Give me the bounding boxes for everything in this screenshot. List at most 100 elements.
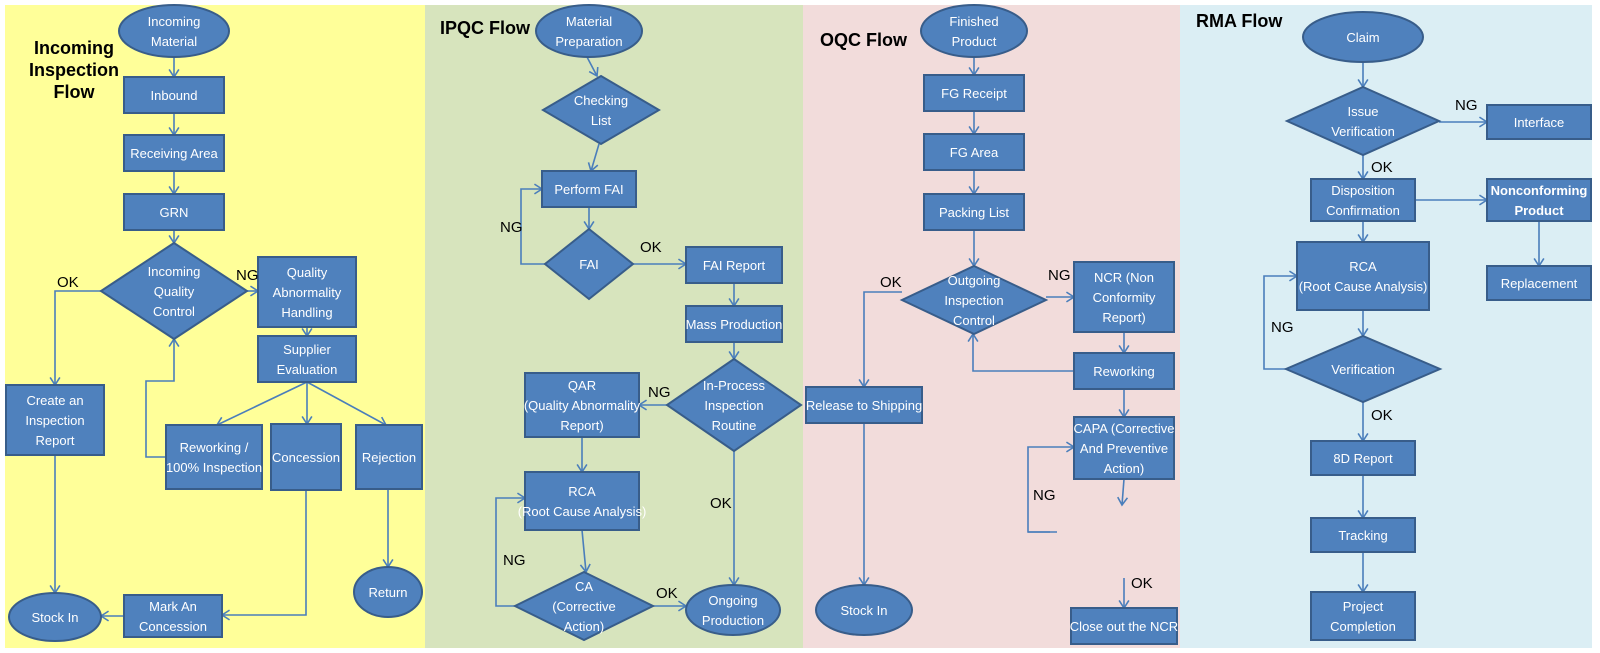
node-label: RCA(Root Cause Analysis): [1299, 259, 1428, 294]
process-box: [923, 133, 1025, 171]
node-label-line: RCA: [1349, 259, 1377, 274]
node-label-line: (Quality Abnormality: [524, 398, 641, 413]
connector-line: [590, 143, 600, 172]
node-label-line: FG Area: [950, 145, 999, 160]
node-oqc-stock-in[interactable]: Stock In: [815, 584, 913, 636]
node-ipqc-fai[interactable]: FAI: [543, 227, 635, 301]
node-label: Rejection: [362, 450, 416, 465]
connector-line: [863, 291, 902, 387]
node-label: GRN: [160, 205, 189, 220]
terminal-ellipse: [685, 584, 781, 636]
node-rma-replacement[interactable]: Replacement: [1486, 265, 1592, 301]
connector-line: [581, 529, 587, 573]
node-label: Stock In: [32, 610, 79, 625]
node-ipqc-mass-production[interactable]: Mass Production: [685, 305, 783, 343]
node-incoming-stock-in[interactable]: Stock In: [8, 592, 102, 642]
node-oqc-fg-receipt[interactable]: FG Receipt: [923, 74, 1025, 112]
node-incoming-inbound[interactable]: Inbound: [123, 76, 225, 114]
connector-line: [586, 56, 598, 77]
node-label-line: Quality: [154, 284, 195, 299]
edge-label-ok: OK: [1371, 159, 1393, 176]
node-oqc-close-ncr[interactable]: Close out the NCR: [1070, 607, 1178, 645]
process-box: [1070, 607, 1178, 645]
edge-label-ng: NG: [1033, 487, 1056, 504]
edge-label-ok: OK: [57, 274, 79, 291]
node-ipqc-fai-report[interactable]: FAI Report: [685, 246, 783, 284]
node-incoming-return[interactable]: Return: [353, 566, 423, 618]
node-incoming-receiving-area[interactable]: Receiving Area: [123, 134, 225, 172]
node-oqc-reworking[interactable]: Reworking: [1073, 352, 1175, 390]
node-incoming-reworking[interactable]: Reworking /100% Inspection: [165, 424, 263, 490]
node-label-line: FAI: [579, 257, 599, 272]
process-box: [685, 305, 783, 343]
panel-title-line: IPQC Flow: [440, 18, 531, 38]
edge-label-ng: NG: [1048, 267, 1071, 284]
node-oqc-packing-list[interactable]: Packing List: [923, 193, 1025, 231]
node-label-line: Replacement: [1501, 276, 1578, 291]
panel-title-line: Flow: [54, 82, 96, 102]
node-rma-tracking[interactable]: Tracking: [1310, 517, 1416, 553]
node-label-line: Release to Shipping: [806, 398, 922, 413]
node-ipqc-perform-fai[interactable]: Perform FAI: [541, 170, 637, 208]
node-label-line: Action): [564, 619, 604, 634]
node-rma-report-8d[interactable]: 8D Report: [1310, 440, 1416, 476]
node-incoming-grn[interactable]: GRN: [123, 193, 225, 231]
node-incoming-rejection[interactable]: Rejection: [355, 424, 423, 490]
connector-line: [145, 339, 175, 458]
connector-line: [306, 381, 387, 426]
node-oqc-fg-area[interactable]: FG Area: [923, 133, 1025, 171]
node-label: Verification: [1331, 362, 1395, 377]
node-rma-interface[interactable]: Interface: [1486, 104, 1592, 140]
process-box: [1073, 352, 1175, 390]
node-label-line: Perform FAI: [554, 182, 623, 197]
terminal-ellipse: [8, 592, 102, 642]
node-rma-claim[interactable]: Claim: [1302, 11, 1424, 63]
node-rma-rca[interactable]: RCA(Root Cause Analysis): [1296, 241, 1430, 311]
connector-line: [520, 188, 545, 265]
node-rma-verification[interactable]: Verification: [1283, 334, 1443, 404]
node-label-line: Disposition: [1331, 183, 1395, 198]
node-incoming-concession[interactable]: Concession: [270, 423, 342, 491]
edge-label-ok: OK: [656, 585, 678, 602]
process-box: [123, 134, 225, 172]
panel-title-line: Inspection: [29, 60, 119, 80]
node-oqc-release[interactable]: Release to Shipping: [805, 386, 923, 424]
node-label-line: Handling: [281, 305, 332, 320]
process-box: [923, 193, 1025, 231]
edge-label-ng: NG: [500, 219, 523, 236]
panel-incoming-connectors: [49, 57, 394, 622]
decision-diamond: [1284, 85, 1442, 157]
node-label-line: Routine: [712, 418, 757, 433]
edge-label-ng: NG: [1455, 97, 1478, 114]
node-ipqc-rca[interactable]: RCA(Root Cause Analysis): [518, 471, 647, 531]
node-label-line: NCR (Non: [1094, 270, 1154, 285]
node-label-line: Create an: [26, 393, 83, 408]
node-label: Receiving Area: [130, 146, 218, 161]
terminal-ellipse: [118, 4, 230, 58]
node-label-line: Return: [368, 585, 407, 600]
